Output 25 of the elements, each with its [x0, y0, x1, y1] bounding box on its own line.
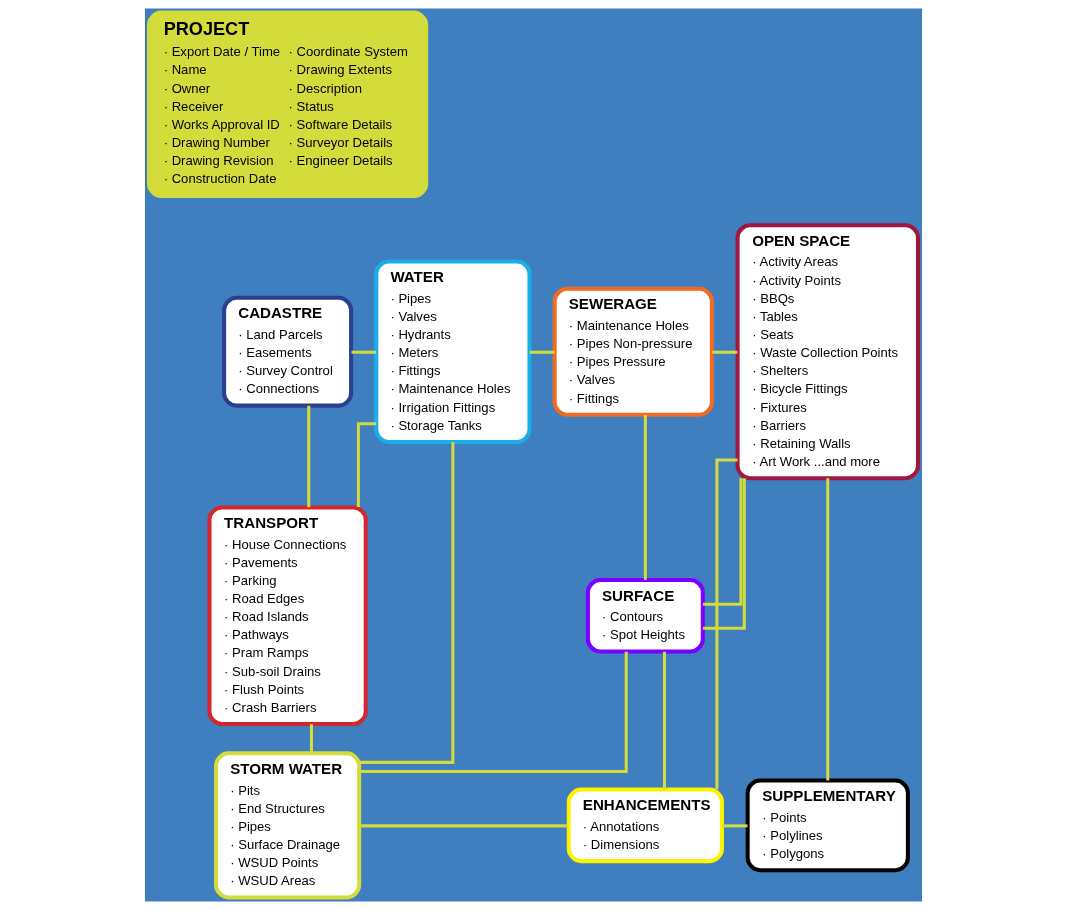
- connector: [715, 458, 738, 790]
- node-box: SEWERAGE · Maintenance Holes · Pipes Non-pressure · Pipes Pressure · Valves · Fittings: [552, 286, 714, 417]
- connector: [359, 651, 628, 773]
- node-box: WATER · Pipes · Valves · Hydrants · Meters · Fittings · Maintenance Holes · Irrigation Fittings · Storage Tanks: [374, 259, 532, 444]
- connector: [351, 350, 377, 354]
- connector: [702, 478, 743, 606]
- connector: [722, 824, 748, 828]
- connector: [529, 350, 555, 354]
- node-box: PROJECT · Export Date / Time · Coordinate System · Name · Drawing Extents · Owner · Description · Receiver · Status · Works Approval ID · Software Details · Drawing Number · Surveyor Details · Drawing Revision · Engineer Details · Construction Date: [147, 10, 429, 198]
- node-box: SURFACE · Contours · Spot Heights: [585, 577, 705, 654]
- connector: [826, 478, 830, 781]
- connector: [643, 414, 647, 580]
- node-box: OPEN SPACE · Activity Areas · Activity Points · BBQs · Tables · Seats · Waste Collection Points · Shelters · Bicycle Fittings · Fixtures · Barriers · Retaining Walls · Art Work ...and more: [735, 223, 920, 481]
- connector: [663, 651, 666, 790]
- node-box: ENHANCEMENTS · Annotations · Dimensions: [566, 787, 724, 864]
- connector: [359, 442, 455, 764]
- node-box: STORM WATER · Pits · End Structures · Pipes · Surface Drainage · WSUD Points · WSUD Areas: [214, 751, 362, 900]
- connector: [307, 405, 311, 508]
- node-box: TRANSPORT · House Connections · Pavements · Parking · Road Edges · Road Islands · Pathways · Pram Ramps · Sub-soil Drains · Flush Points · Crash Barriers: [207, 505, 368, 727]
- node-box: SUPPLEMENTARY · Points · Polylines · Polygons: [745, 778, 910, 873]
- connector: [309, 724, 313, 754]
- connector: [702, 478, 746, 630]
- connector: [359, 824, 569, 828]
- connector: [712, 350, 738, 354]
- node-box: CADASTRE · Land Parcels · Easements · Survey Control · Connections: [222, 295, 354, 408]
